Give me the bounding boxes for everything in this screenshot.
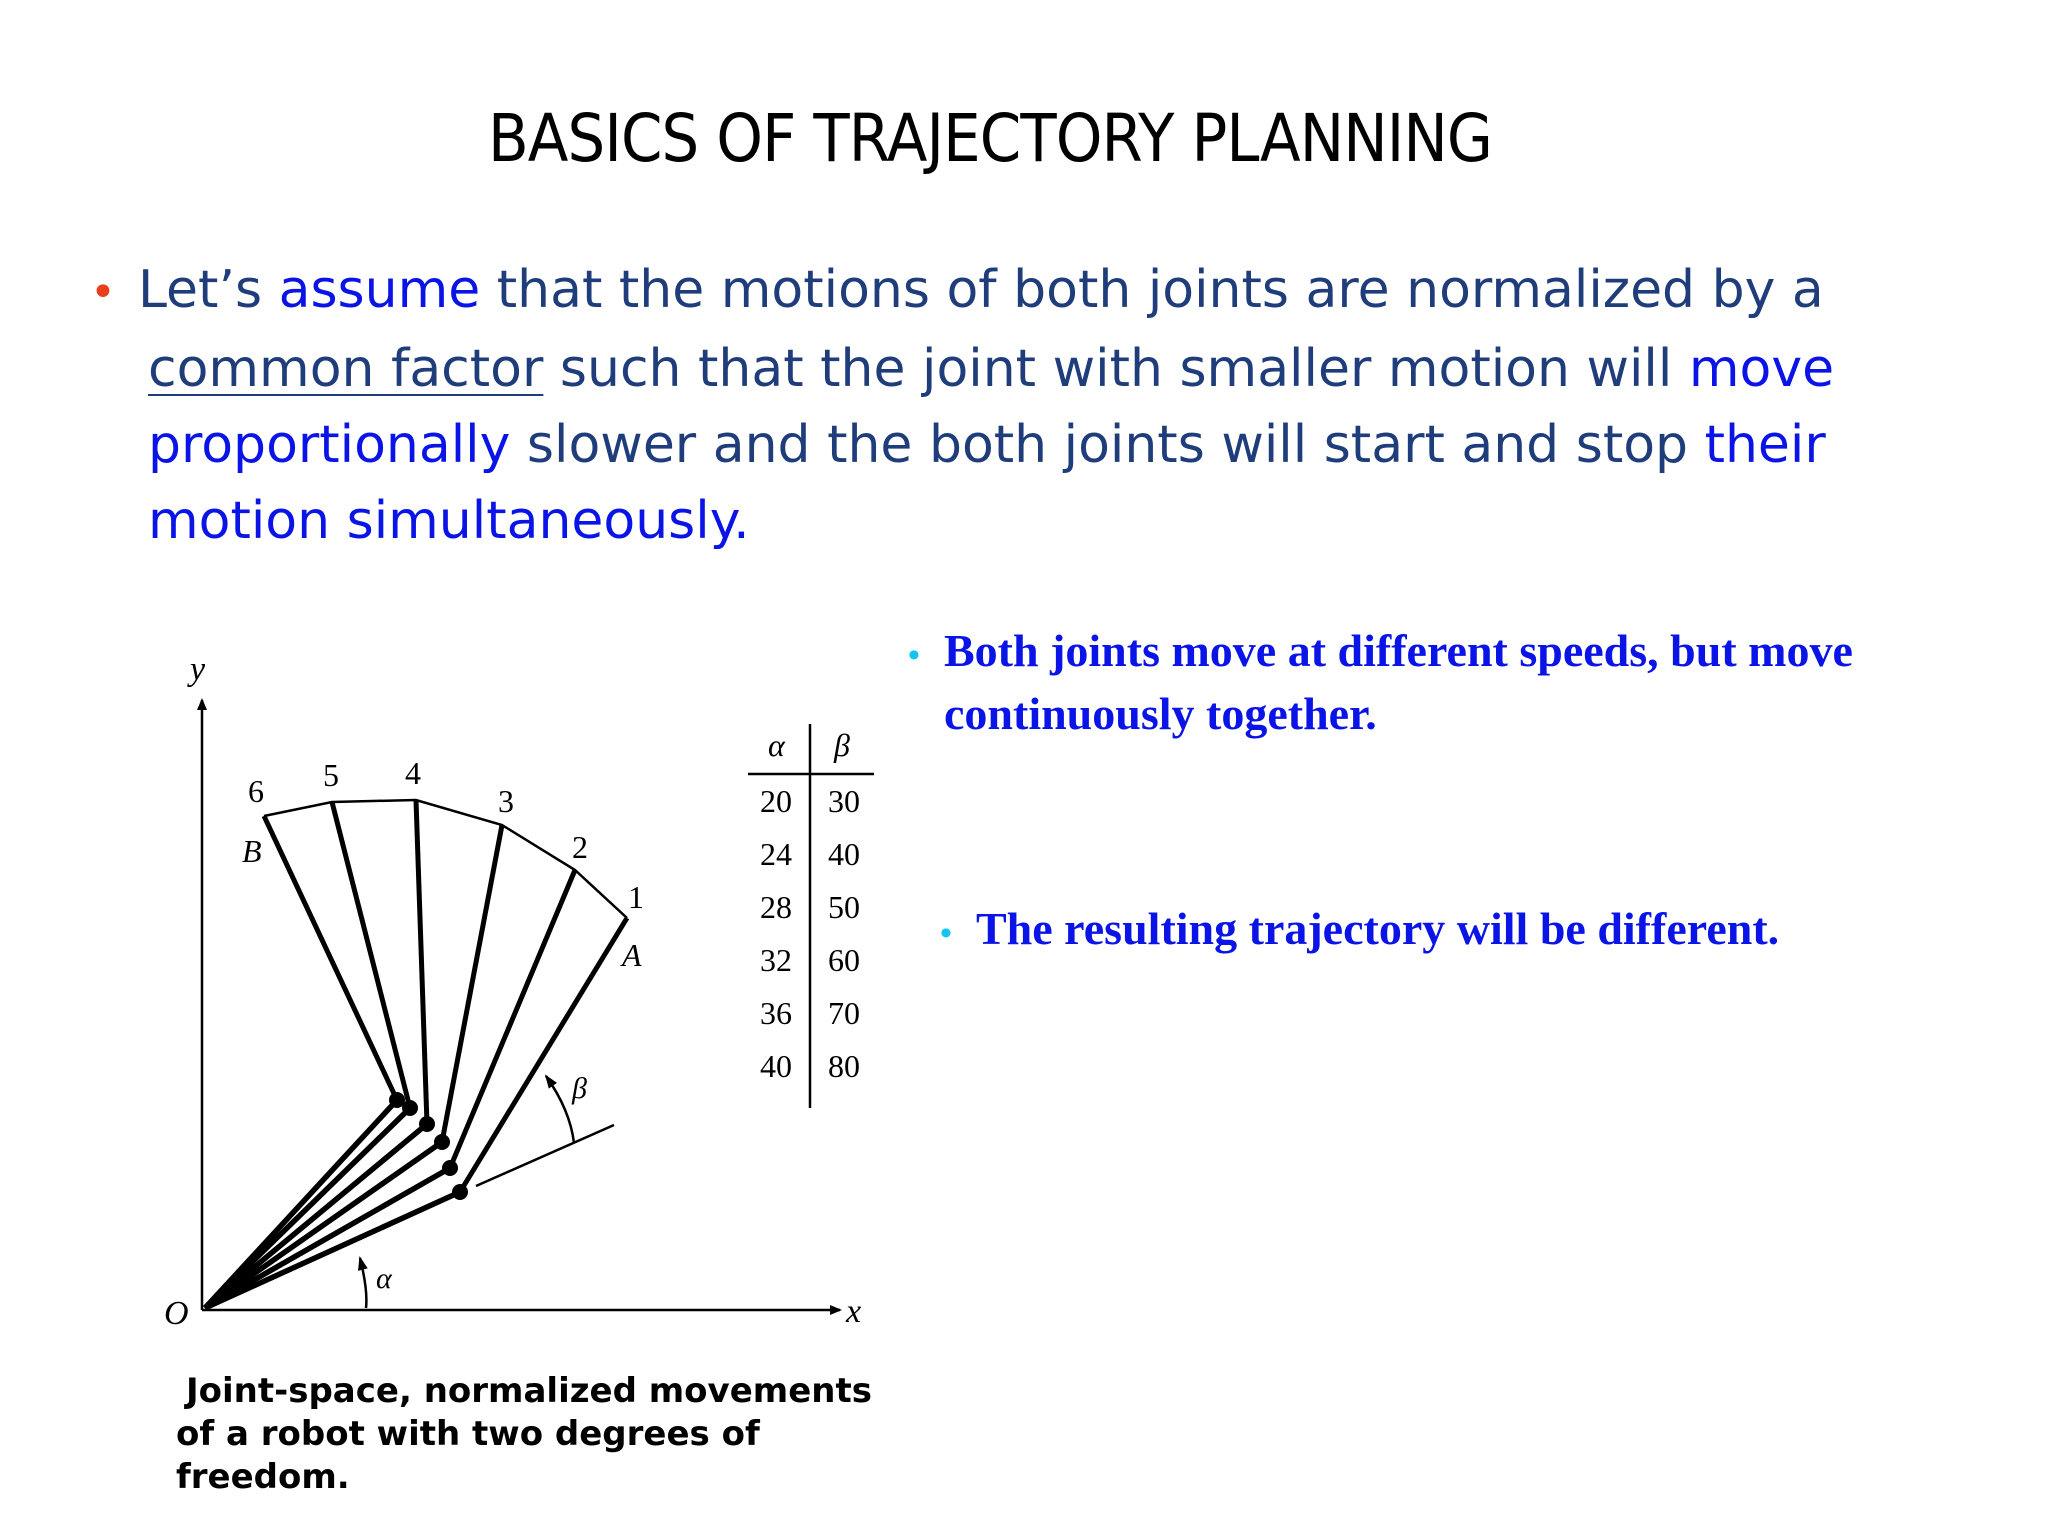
table-alpha-5: 40 — [760, 1048, 792, 1084]
alpha-arc — [358, 1256, 368, 1309]
link-lower-6 — [202, 1098, 400, 1310]
table-beta-0: 30 — [828, 783, 860, 819]
lower-links — [202, 1098, 462, 1311]
link-upper-6 — [261, 814, 400, 1102]
beta-label: β — [571, 1072, 587, 1105]
x-axis-label: x — [845, 1293, 861, 1330]
joint-1 — [452, 1184, 468, 1200]
table-beta-2: 50 — [828, 889, 860, 925]
text-lets: Let’s — [138, 260, 279, 320]
caption-line-2: of a robot with two degrees of freedom. — [176, 1414, 760, 1497]
text-common-factor: common factor — [148, 339, 544, 399]
paragraph-line-1: • Let’s assume that the motions of both j… — [90, 252, 1990, 331]
joint-3 — [434, 1134, 450, 1150]
link-upper-1 — [457, 916, 630, 1194]
right-bullet-2-text: The resulting trajectory will be differe… — [976, 903, 1780, 954]
link-upper-2 — [447, 869, 578, 1169]
position-label-5: 5 — [323, 757, 339, 793]
table-alpha-3: 32 — [760, 942, 792, 978]
bullet-icon: • — [908, 637, 920, 674]
bullet-icon: • — [90, 267, 116, 318]
position-label-2: 2 — [572, 829, 588, 865]
table-alpha-1: 24 — [760, 836, 792, 872]
link-upper-3 — [439, 824, 505, 1143]
right-bullet-1-line-2: continuously together. — [944, 688, 1377, 739]
figure-caption: Joint-space, normalized movements of a r… — [160, 1370, 920, 1499]
text-motions: that the motions of both joints are norm… — [480, 260, 1824, 320]
elbow-joints — [389, 1092, 468, 1200]
angle-table: α β 20 30 24 40 28 50 32 60 36 70 40 80 — [748, 724, 874, 1108]
joint-2 — [442, 1160, 458, 1176]
beta-reference-line — [475, 1123, 615, 1188]
paragraph-line-3: proportionally slower and the both joint… — [90, 407, 1990, 483]
position-label-1: 1 — [628, 879, 644, 915]
table-rows: 20 30 24 40 28 50 32 60 36 70 40 80 — [760, 783, 860, 1084]
table-alpha-2: 28 — [760, 889, 792, 925]
upper-links — [261, 799, 630, 1194]
paragraph-line-4: motion simultaneously. — [90, 483, 1990, 559]
right-bullet-1: • Both joints move at different speeds, b… — [908, 622, 2028, 743]
text-their: their — [1704, 415, 1826, 475]
table-beta-3: 60 — [828, 942, 860, 978]
position-label-4: 4 — [405, 755, 421, 791]
link-lower-1 — [203, 1189, 462, 1311]
beta-arc — [544, 1074, 576, 1144]
link-lower-4 — [203, 1121, 429, 1311]
right-bullet-1-text-a: Both joints move at different speeds, bu… — [944, 625, 1853, 676]
link-lower-2 — [203, 1165, 452, 1311]
text-smaller-motion: such that the joint with smaller motion … — [543, 339, 1689, 399]
link-upper-4 — [413, 799, 430, 1125]
text-assume: assume — [278, 260, 481, 320]
table-header-alpha: α — [768, 727, 786, 763]
y-axis-label: y — [187, 651, 206, 688]
table-alpha-4: 36 — [760, 995, 792, 1031]
tip-path — [263, 798, 628, 919]
position-label-3: 3 — [498, 783, 514, 819]
alpha-label: α — [376, 1262, 393, 1295]
joint-6 — [389, 1092, 405, 1108]
main-bullet-paragraph: • Let’s assume that the motions of both j… — [90, 252, 1990, 559]
page-title: BASICS OF TRAJECTORY PLANNING — [487, 100, 1493, 177]
origin-label: O — [164, 1295, 189, 1332]
link-lower-3 — [203, 1139, 444, 1311]
joint-5 — [402, 1100, 418, 1116]
table-header-beta: β — [833, 727, 850, 763]
table-beta-5: 80 — [828, 1048, 860, 1084]
right-bullet-2: • The resulting trajectory will be differ… — [940, 900, 2020, 963]
position-label-6: 6 — [248, 773, 264, 809]
table-beta-1: 40 — [828, 836, 860, 872]
bullet-icon: • — [940, 915, 952, 952]
point-label-B: B — [242, 833, 262, 869]
position-labels: 1 2 3 4 5 6 — [248, 755, 644, 915]
text-proportionally: proportionally — [148, 415, 511, 475]
point-label-A: A — [620, 937, 642, 973]
text-move: move — [1688, 339, 1835, 399]
joint-4 — [419, 1116, 435, 1132]
right-bullet-1-line-1: • Both joints move at different speeds, b… — [908, 622, 2028, 685]
right-bullet-2-line-1: • The resulting trajectory will be differ… — [940, 900, 2020, 963]
text-motion-simultaneously: motion simultaneously. — [148, 491, 750, 551]
caption-line-1: Joint-space, normalized movements — [186, 1371, 872, 1411]
table-alpha-0: 20 — [760, 783, 792, 819]
link-upper-5 — [329, 801, 413, 1109]
text-slower: slower and the both joints will start an… — [510, 415, 1705, 475]
table-beta-4: 70 — [828, 995, 860, 1031]
paragraph-line-2: common factor such that the joint with s… — [90, 331, 1990, 407]
